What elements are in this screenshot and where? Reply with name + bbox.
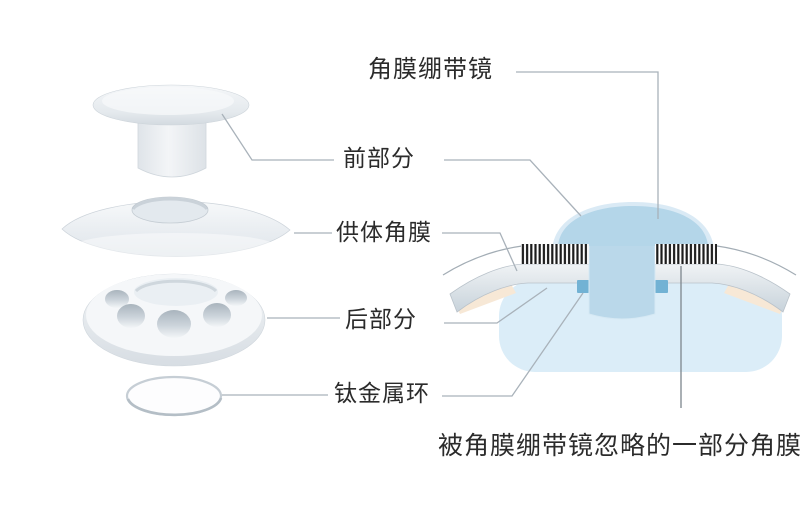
leader-donor-cornea-right [442, 232, 518, 272]
front-part-cap-highlight [102, 87, 234, 115]
label-titanium-ring: 钛金属环 [334, 380, 430, 406]
leader-back-part-right [444, 287, 548, 324]
leader-bandage-lens [516, 71, 659, 219]
leader-front-part-right [444, 159, 582, 217]
donor-cornea-hole-shadow [131, 197, 209, 210]
anterior-chamber [499, 280, 782, 372]
cornea-surface-curve-left [442, 245, 523, 276]
back-part-central-opening [134, 278, 218, 306]
bandage-lens-dome [558, 206, 708, 246]
titanium-ring-section-right [655, 280, 668, 293]
titanium-ring-section-left [577, 280, 589, 293]
back-part-hole [203, 303, 231, 327]
back-part-hole [105, 290, 129, 308]
label-covered-cornea-note: 被角膜绷带镜忽略的一部分角膜 [438, 432, 800, 460]
back-part-hole [225, 290, 247, 306]
label-bandage-lens: 角膜绷带镜 [368, 56, 493, 83]
back-part-hole [117, 304, 145, 328]
titanium-ring-bottom-edge [126, 397, 223, 417]
label-front-part: 前部分 [343, 145, 415, 171]
donor-cornea-body [61, 201, 291, 257]
donor-cornea-frost [75, 233, 275, 259]
back-part-hole [157, 310, 191, 338]
cornea-surface-curve-right [716, 245, 797, 276]
leader-lines [221, 71, 682, 408]
back-part-opening-shadow [134, 279, 218, 293]
back-part-illustration [82, 273, 266, 367]
donor-cornea-hatch-left [521, 244, 589, 264]
cornea-band-right [654, 263, 791, 313]
cornea-band-left [449, 263, 590, 313]
leader-front-part-left [221, 113, 334, 161]
donor-cornea-illustration [61, 196, 291, 259]
donor-cornea-hole [131, 196, 209, 224]
donor-cornea-hatch-right [655, 244, 717, 264]
cross-section-illustration [442, 202, 797, 372]
label-back-part: 后部分 [345, 306, 417, 332]
front-part-stem-section [588, 243, 656, 320]
label-donor-cornea: 供体角膜 [336, 219, 432, 245]
front-part-illustration [92, 84, 250, 178]
front-part-stem [137, 117, 207, 178]
titanium-ring-illustration [125, 375, 223, 417]
leader-titanium-ring-right [442, 292, 584, 397]
